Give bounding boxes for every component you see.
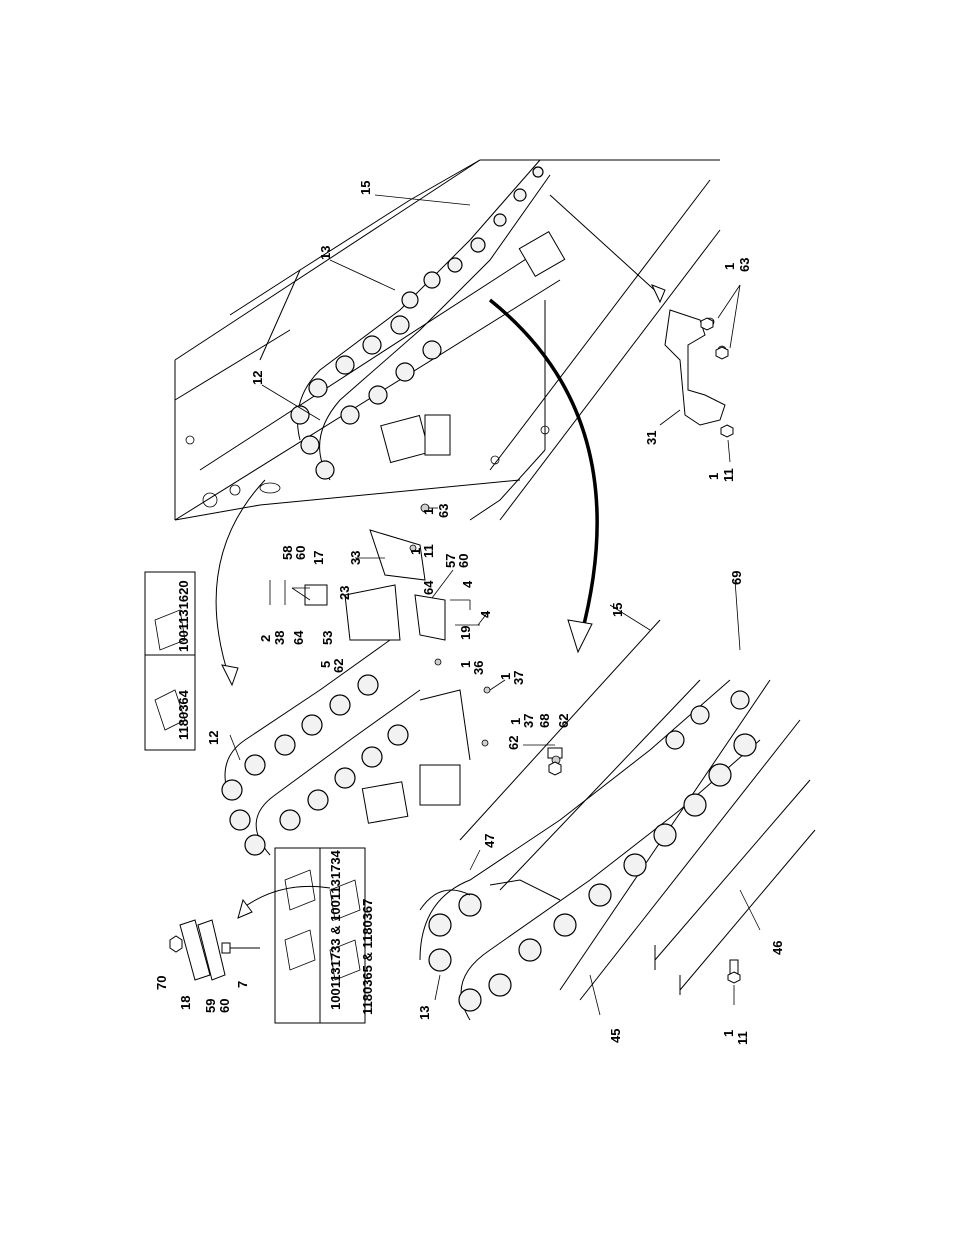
upper-boom-structure <box>175 160 720 520</box>
lower-chain-links <box>429 691 756 1011</box>
label-1-bracket: 1 <box>722 263 737 270</box>
inset-bottom-part-1001131733: 1001131733 & 1001131734 <box>328 849 343 1010</box>
arrow-chain-to-clip <box>240 886 330 910</box>
label-62-lower: 62 <box>556 714 571 728</box>
label-37-upper: 37 <box>511 671 526 685</box>
label-37-lower: 37 <box>521 714 536 728</box>
label-19: 19 <box>458 626 473 640</box>
middle-cable-chain <box>222 640 470 855</box>
inset-bottom-part-1180365: 1180365 & 1180367 <box>360 899 375 1015</box>
label-47: 69 <box>729 571 744 585</box>
arrow-upper-to-lower <box>490 300 597 640</box>
label-62-mid: 62 <box>506 736 521 750</box>
label-4-lower: 4 <box>478 610 493 618</box>
label-46: 46 <box>770 941 785 955</box>
label-13-upper: 13 <box>318 246 333 260</box>
label-15-lower: 15 <box>610 603 625 617</box>
middle-chain-links <box>222 675 408 855</box>
label-38: 38 <box>272 631 287 645</box>
label-1-mid: 1 <box>421 508 436 515</box>
label-53: 53 <box>320 631 335 645</box>
clip-parts-left <box>170 920 260 980</box>
label-11-bracket-low: 11 <box>721 468 736 482</box>
bracket-31 <box>665 310 730 434</box>
label-17: 17 <box>311 551 326 565</box>
label-1-bracket-low: 1 <box>706 473 721 480</box>
lower-cable-chain <box>420 680 760 1020</box>
label-18: 18 <box>178 996 193 1010</box>
inset-top-part-1001131620: 1001131620 <box>176 580 191 652</box>
label-60-upper: 60 <box>293 546 308 560</box>
label-13-lower: 13 <box>417 1006 432 1020</box>
label-2: 2 <box>258 635 273 642</box>
label-70: 70 <box>154 976 169 990</box>
inset-top-part-1180364: 1180364 <box>176 689 191 740</box>
inset-box-bottom <box>275 848 365 1023</box>
label-12-mid: 12 <box>206 731 221 745</box>
label-4-upper: 4 <box>460 580 475 588</box>
label-15-upper: 15 <box>358 181 373 195</box>
arrow-upper-right-to-bracket <box>550 195 660 295</box>
arrow-upper-to-middle <box>216 480 265 680</box>
label-33: 33 <box>348 551 363 565</box>
label-64-mid: 64 <box>421 580 436 595</box>
label-23: 23 <box>337 586 352 600</box>
label-60-mid: 60 <box>456 554 471 568</box>
label-62-upper: 62 <box>331 659 346 673</box>
label-12-upper: 12 <box>250 371 265 385</box>
middle-bracket-assembly <box>270 504 490 746</box>
label-11-bottom: 11 <box>735 1031 750 1045</box>
label-64-left: 64 <box>291 630 306 645</box>
label-69: 47 <box>482 834 497 848</box>
label-36: 36 <box>471 661 486 675</box>
label-11-mid2: 11 <box>421 544 436 558</box>
label-1-bottom: 1 <box>721 1030 736 1037</box>
label-63-bracket: 63 <box>737 258 752 272</box>
label-31: 31 <box>644 431 659 445</box>
label-45: 45 <box>608 1029 623 1043</box>
label-7: 7 <box>235 981 250 988</box>
label-63-mid: 63 <box>436 504 451 518</box>
label-59: 59 <box>203 999 218 1013</box>
label-60-lower: 60 <box>217 999 232 1013</box>
label-68: 68 <box>537 714 552 728</box>
